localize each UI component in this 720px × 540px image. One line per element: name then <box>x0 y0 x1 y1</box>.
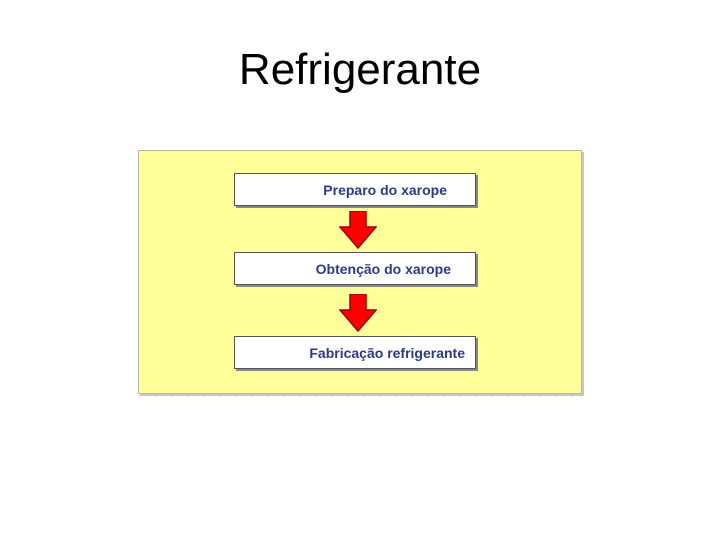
slide-title: Refrigerante <box>238 45 482 94</box>
process-flow-diagram: Preparo do xarope Obtenção do xarope Fab… <box>138 150 582 394</box>
step-label: Obtenção do xarope <box>315 260 451 277</box>
scan-artifact-line <box>138 395 582 397</box>
down-arrow-icon <box>339 211 377 249</box>
step-fabricacao-refrigerante: Fabricação refrigerante <box>234 336 476 369</box>
step-label: Preparo do xarope <box>323 181 447 198</box>
down-arrow-icon <box>339 294 377 332</box>
step-obtencao-do-xarope: Obtenção do xarope <box>234 252 476 285</box>
step-label: Fabricação refrigerante <box>309 344 465 361</box>
step-preparo-do-xarope: Preparo do xarope <box>234 173 476 206</box>
